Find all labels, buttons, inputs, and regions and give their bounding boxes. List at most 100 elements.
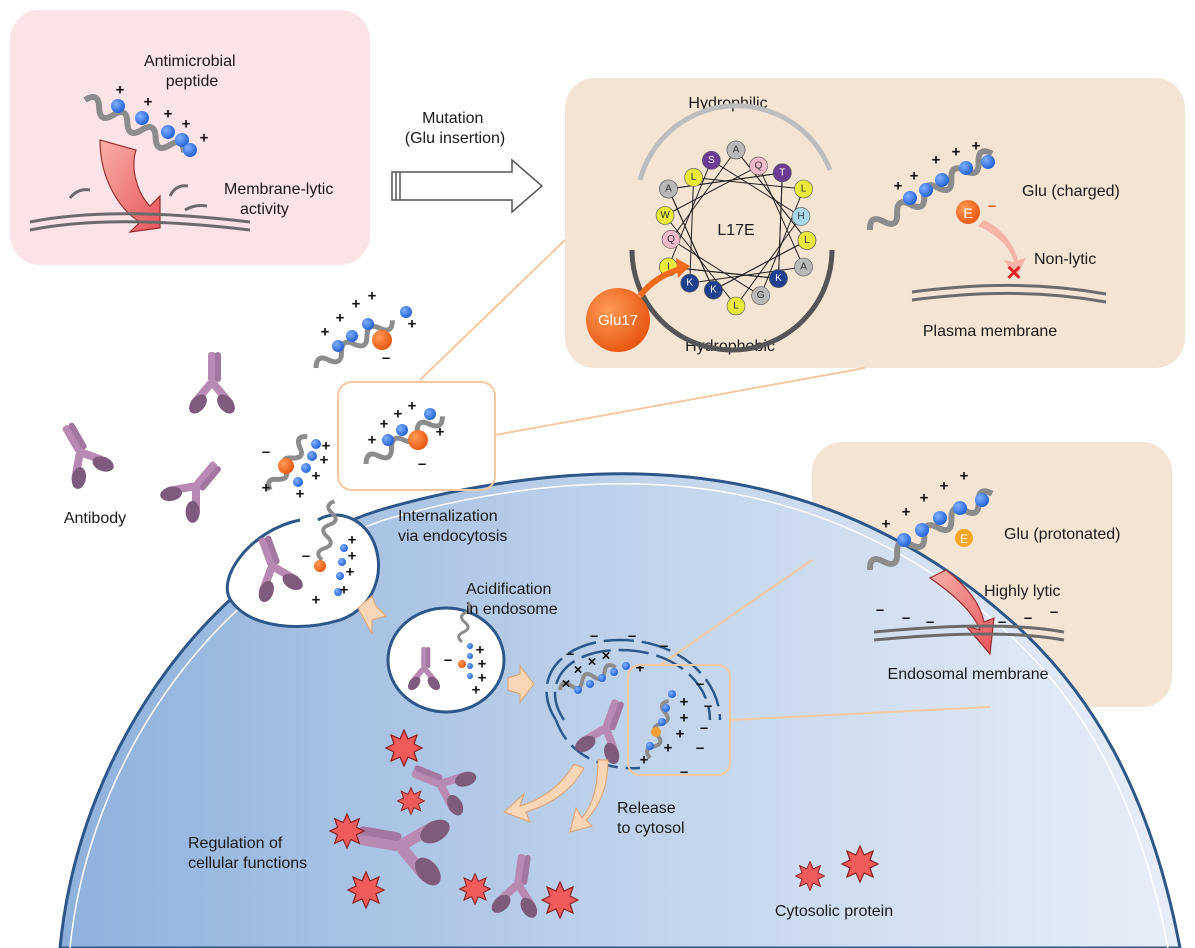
cytosolic-protein-label: Cytosolic protein bbox=[775, 903, 893, 920]
svg-text:–: – bbox=[1050, 604, 1058, 621]
glu-charged-label: Glu (charged) bbox=[1022, 183, 1120, 200]
zoom-box-endosome bbox=[627, 664, 731, 776]
late-endosome-peptide-2: + + + + + – – – – – bbox=[640, 676, 713, 781]
regulation-label: Regulation of cellular functions bbox=[188, 835, 307, 872]
highly-lytic-label: Highly lytic bbox=[984, 583, 1060, 600]
mutant-panel bbox=[565, 78, 1185, 368]
svg-text:+: + bbox=[348, 548, 357, 565]
plasma-membrane-label: Plasma membrane bbox=[923, 323, 1057, 340]
zoom-box-outside bbox=[337, 381, 496, 491]
svg-text:+: + bbox=[640, 752, 649, 769]
endosome-peptide: – + + + + bbox=[444, 601, 487, 699]
amp-peptide: + + + + + bbox=[83, 82, 209, 157]
wheel-residue-label: K bbox=[686, 278, 693, 289]
cytosolic-protein-6 bbox=[541, 881, 579, 919]
svg-text:+: + bbox=[932, 152, 941, 169]
svg-text:–: – bbox=[660, 638, 668, 655]
svg-text:+: + bbox=[408, 398, 417, 415]
svg-text:–: – bbox=[700, 720, 708, 737]
late-endosome-peptide-1: × × × × – – – – + bbox=[558, 628, 668, 694]
wheel-residue-label: K bbox=[775, 273, 782, 284]
wheel-residue bbox=[702, 151, 721, 170]
hydrophilic-arc bbox=[637, 103, 833, 181]
antibody-cytosol-3 bbox=[491, 854, 538, 918]
svg-text:+: + bbox=[321, 324, 330, 341]
wheel-residue-label: K bbox=[710, 285, 717, 296]
svg-text:+: + bbox=[312, 592, 321, 609]
wheel-residue-label: A bbox=[733, 145, 740, 156]
svg-text:+: + bbox=[920, 490, 929, 507]
svg-text:+: + bbox=[436, 424, 445, 441]
outside-peptide-1: + + + + + – bbox=[313, 288, 417, 369]
release-arrow-1 bbox=[503, 763, 585, 823]
svg-text:+: + bbox=[680, 694, 689, 711]
svg-text:+: + bbox=[352, 296, 361, 313]
svg-text:+: + bbox=[312, 468, 321, 485]
cytosolic-protein-4 bbox=[347, 871, 385, 909]
wheel-residue bbox=[655, 206, 675, 225]
block-x: × bbox=[1006, 257, 1021, 287]
svg-text:E: E bbox=[963, 205, 972, 221]
wheel-residue-label: S bbox=[708, 155, 715, 166]
wheel-residue-label: A bbox=[800, 262, 807, 273]
svg-text:×: × bbox=[588, 654, 597, 671]
svg-text:+: + bbox=[144, 94, 153, 111]
svg-text:+: + bbox=[952, 144, 961, 161]
wheel-residue-label: T bbox=[779, 167, 785, 178]
svg-text:+: + bbox=[182, 116, 191, 133]
step-arrow-1 bbox=[357, 595, 387, 635]
mutation-label: Mutation (Glu insertion) bbox=[405, 110, 505, 147]
svg-text:+: + bbox=[676, 726, 685, 743]
wheel-residue bbox=[680, 273, 700, 293]
wheel-residue-label: H bbox=[797, 211, 804, 222]
svg-text:–: – bbox=[988, 198, 996, 215]
svg-text:+: + bbox=[348, 532, 357, 549]
svg-text:–: – bbox=[696, 676, 704, 693]
wheel-residue-label: A bbox=[665, 184, 672, 195]
glu-protonated-label: Glu (protonated) bbox=[1004, 526, 1121, 543]
svg-text:–: – bbox=[704, 698, 712, 715]
cytosolic-protein-8 bbox=[841, 845, 879, 883]
amp-panel bbox=[10, 10, 370, 265]
wheel-residue bbox=[684, 168, 703, 187]
antibody-2 bbox=[62, 422, 114, 489]
wheel-residue bbox=[791, 207, 811, 226]
outside-peptide-2: + + + + + – bbox=[363, 398, 445, 473]
acidification-label: Acidification in endosome bbox=[466, 581, 558, 618]
antibody-3 bbox=[160, 461, 221, 523]
svg-text:+: + bbox=[972, 138, 981, 155]
antibody-cytosol-2 bbox=[356, 819, 450, 886]
l17e-protonated-peptide: E + + + + + bbox=[866, 468, 994, 571]
svg-text:+: + bbox=[340, 582, 349, 599]
svg-text:+: + bbox=[910, 168, 919, 185]
mutation-arrow bbox=[391, 158, 544, 214]
svg-text:–: – bbox=[262, 444, 270, 461]
svg-text:+: + bbox=[164, 106, 173, 123]
wheel-residue-label: W bbox=[660, 210, 670, 221]
wheel-residue bbox=[661, 230, 681, 249]
disrupted-membrane bbox=[29, 212, 251, 224]
wheel-residue bbox=[769, 269, 788, 288]
svg-text:+: + bbox=[940, 478, 949, 495]
svg-text:×: × bbox=[602, 648, 611, 665]
svg-text:–: – bbox=[590, 628, 598, 645]
svg-text:–: – bbox=[1024, 610, 1032, 627]
svg-text:–: – bbox=[628, 628, 636, 645]
svg-text:E: E bbox=[960, 532, 968, 546]
svg-text:+: + bbox=[262, 480, 271, 497]
wheel-residue-label: Q bbox=[667, 234, 675, 245]
svg-text:+: + bbox=[478, 656, 487, 673]
wheel-residue bbox=[797, 231, 817, 250]
svg-text:+: + bbox=[476, 642, 485, 659]
glu17-label: Glu17 bbox=[598, 312, 638, 329]
membrane-lytic-label: Membrane-lytic activity bbox=[224, 181, 338, 218]
non-lytic-label: Non-lytic bbox=[1034, 251, 1096, 268]
wheel-residue-label: I bbox=[667, 262, 670, 273]
svg-text:+: + bbox=[322, 438, 331, 455]
svg-text:×: × bbox=[562, 676, 571, 693]
svg-text:+: + bbox=[408, 316, 417, 333]
cytosolic-protein-1 bbox=[385, 729, 423, 767]
cytosolic-protein-5 bbox=[459, 873, 491, 905]
wheel-residue bbox=[749, 156, 768, 176]
